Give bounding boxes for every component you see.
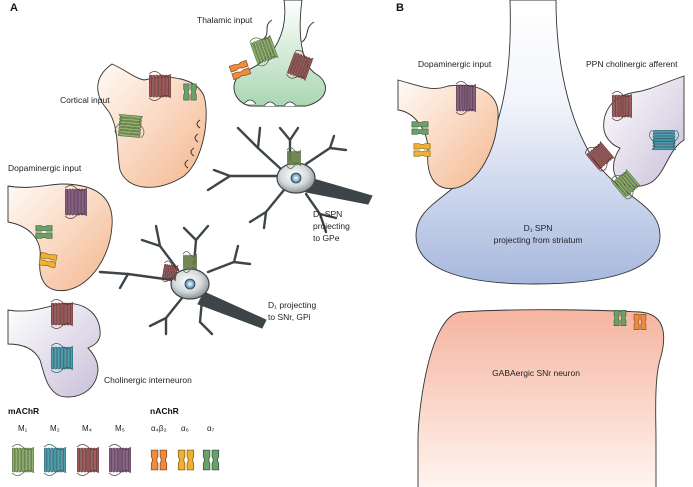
m4-receptor-ppn: [611, 91, 633, 121]
d1-spn-label-line2: projecting from striatum: [494, 235, 583, 245]
m4-receptor-d1spn: [161, 260, 179, 283]
cholinergic-bouton: [7, 303, 101, 398]
a7-receptor-dopaminergic-a: [35, 225, 53, 239]
gabaergic-snr-neuron: [417, 309, 665, 487]
legend-m5-label: M₅: [115, 424, 125, 433]
m5-receptor-dopaminergic-a: [64, 185, 88, 219]
a4b2-receptor-snr: [633, 314, 647, 330]
d1-spn-neuron: [98, 224, 267, 336]
m4-receptor-spn-b: [584, 141, 615, 172]
ppn-afferent-label: PPN cholinergic afferent: [586, 59, 678, 69]
m4-receptor-cortical: [148, 71, 172, 101]
m1-receptor-spn-b: [610, 169, 641, 200]
d2-spn-label-line1: D₂ SPN: [313, 209, 342, 219]
cortical-bouton: [97, 63, 207, 188]
legend-m4-icon: [76, 444, 100, 476]
thalamic-input-label: Thalamic input: [197, 15, 253, 25]
m1-receptor-d1spn: [182, 251, 198, 273]
legend-a4b2-icon: [150, 449, 168, 471]
legend-m1-label: M₁: [18, 424, 28, 433]
m2-receptor-cholinergic: [50, 343, 74, 373]
m4-receptor-cholinergic: [50, 299, 74, 329]
legend-a6-icon: [177, 449, 195, 471]
d2-spn-neuron: [206, 126, 373, 234]
legend-m5-icon: [108, 444, 132, 476]
d1-spn-label-line1: D₁ SPN: [524, 223, 553, 233]
panel-b-label: B: [396, 2, 404, 14]
legend-m4-label: M₄: [82, 424, 92, 433]
legend-nachr-title: nAChR: [150, 406, 179, 416]
dopaminergic-input-label-a: Dopaminergic input: [8, 163, 82, 173]
legend-a6-label: α₆: [181, 424, 189, 433]
d2-spn-label-line2: projecting: [313, 221, 350, 231]
a7-receptor-dopaminergic-b: [411, 121, 429, 135]
legend-m2-icon: [43, 444, 67, 476]
legend-a7-label: α₇: [207, 424, 215, 433]
dopaminergic-bouton-a: [7, 183, 113, 292]
cortical-input-label: Cortical input: [60, 95, 110, 105]
m4-receptor-thalamic: [286, 50, 314, 81]
legend-a4b2-label: α₄β₂: [151, 424, 167, 433]
legend-m2-label: M₂: [50, 424, 60, 433]
receptor-layer: [11, 34, 679, 476]
a7-receptor-snr: [613, 310, 627, 326]
m1-receptor-cortical: [114, 113, 145, 139]
legend-m1-icon: [11, 444, 35, 476]
m1-receptor-thalamic: [249, 34, 279, 67]
dopaminergic-input-label-b: Dopaminergic input: [418, 59, 492, 69]
legend-a7-icon: [202, 449, 220, 471]
panel-a-label: A: [10, 2, 18, 14]
d2-spn-label-line3: to GPe: [313, 233, 340, 243]
d1-projecting-label-line1: D₁ projecting: [268, 300, 316, 310]
cholinergic-interneuron-label: Cholinergic interneuron: [104, 375, 192, 385]
m1-receptor-d2spn: [286, 147, 302, 169]
m2-receptor-ppn: [649, 129, 679, 151]
legend-machr-title: mAChR: [8, 406, 39, 416]
gabaergic-snr-label: GABAergic SNr neuron: [492, 368, 580, 378]
a6-receptor-dopaminergic-a: [38, 252, 58, 268]
a4b2-receptor-thalamic: [228, 59, 252, 81]
m5-receptor-dopaminergic-b: [455, 81, 477, 115]
a6-receptor-dopaminergic-b: [413, 143, 431, 157]
a7-receptor-cortical: [183, 83, 197, 101]
d1-projecting-label-line2: to SNr, GPi: [268, 312, 311, 322]
